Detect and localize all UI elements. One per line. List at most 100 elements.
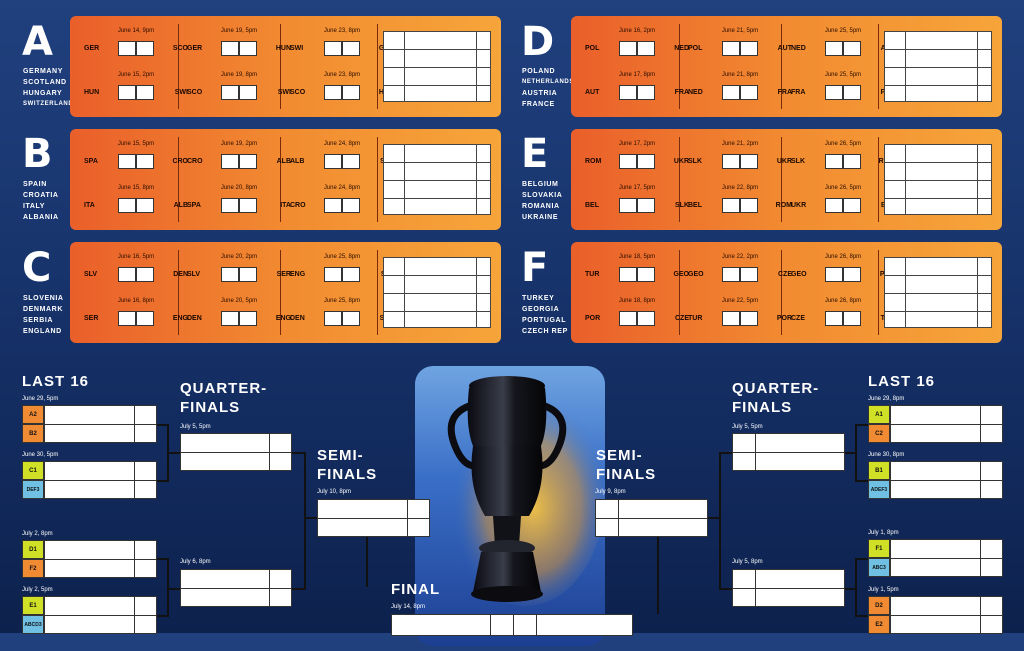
away-score-box[interactable] bbox=[843, 311, 861, 326]
home-score-box[interactable] bbox=[825, 41, 843, 56]
away-score-box[interactable] bbox=[637, 311, 655, 326]
home-score-box[interactable] bbox=[118, 154, 136, 169]
home-score-box[interactable] bbox=[825, 85, 843, 100]
away-score-box[interactable] bbox=[843, 41, 861, 56]
semifinal-match-box[interactable] bbox=[595, 499, 708, 537]
away-score-box[interactable] bbox=[740, 311, 758, 326]
last16-match-box[interactable] bbox=[890, 405, 1003, 443]
home-score-box[interactable] bbox=[324, 311, 342, 326]
away-score-box[interactable] bbox=[843, 198, 861, 213]
away-score-box[interactable] bbox=[637, 85, 655, 100]
away-score-box[interactable] bbox=[239, 41, 257, 56]
last16-match-box[interactable] bbox=[44, 405, 157, 443]
home-score-box[interactable] bbox=[722, 41, 740, 56]
away-score-box[interactable] bbox=[843, 267, 861, 282]
away-score-box[interactable] bbox=[843, 85, 861, 100]
row-divider bbox=[733, 588, 844, 589]
home-score-box[interactable] bbox=[221, 267, 239, 282]
home-score-box[interactable] bbox=[118, 198, 136, 213]
away-score-box[interactable] bbox=[342, 267, 360, 282]
home-score-box[interactable] bbox=[324, 267, 342, 282]
away-score-box[interactable] bbox=[136, 154, 154, 169]
home-score-box[interactable] bbox=[722, 311, 740, 326]
home-score-box[interactable] bbox=[825, 311, 843, 326]
last16-match-box[interactable] bbox=[44, 461, 157, 499]
standings-table[interactable] bbox=[383, 31, 491, 102]
quarterfinal-match-box[interactable] bbox=[180, 569, 292, 607]
standings-table[interactable] bbox=[383, 144, 491, 215]
away-score-box[interactable] bbox=[740, 154, 758, 169]
away-score-box[interactable] bbox=[136, 311, 154, 326]
home-score-box[interactable] bbox=[619, 311, 637, 326]
away-score-box[interactable] bbox=[637, 41, 655, 56]
home-score-box[interactable] bbox=[221, 85, 239, 100]
standings-table[interactable] bbox=[383, 257, 491, 328]
quarterfinal-match-box[interactable] bbox=[732, 569, 845, 607]
home-score-box[interactable] bbox=[825, 198, 843, 213]
away-score-box[interactable] bbox=[136, 41, 154, 56]
home-score-box[interactable] bbox=[619, 267, 637, 282]
away-score-box[interactable] bbox=[342, 311, 360, 326]
home-score-box[interactable] bbox=[619, 154, 637, 169]
quarterfinal-match-box[interactable] bbox=[180, 433, 292, 471]
away-score-box[interactable] bbox=[136, 198, 154, 213]
last16-match-box[interactable] bbox=[890, 539, 1003, 577]
home-score-box[interactable] bbox=[722, 85, 740, 100]
away-score-box[interactable] bbox=[342, 85, 360, 100]
home-score-box[interactable] bbox=[722, 267, 740, 282]
home-score-box[interactable] bbox=[118, 311, 136, 326]
home-score-box[interactable] bbox=[722, 154, 740, 169]
last16-match-box[interactable] bbox=[44, 540, 157, 578]
last16-match-box[interactable] bbox=[890, 461, 1003, 499]
away-score-box[interactable] bbox=[740, 41, 758, 56]
away-score-box[interactable] bbox=[637, 154, 655, 169]
away-score-box[interactable] bbox=[239, 198, 257, 213]
quarterfinal-match-box[interactable] bbox=[732, 433, 845, 471]
away-score-box[interactable] bbox=[740, 85, 758, 100]
home-score-box[interactable] bbox=[825, 267, 843, 282]
home-score-box[interactable] bbox=[221, 41, 239, 56]
home-score-box[interactable] bbox=[221, 154, 239, 169]
away-score-box[interactable] bbox=[740, 267, 758, 282]
column-divider bbox=[178, 137, 179, 222]
bracket-line bbox=[167, 452, 180, 454]
match-date: June 30, 5pm bbox=[22, 452, 59, 458]
home-score-box[interactable] bbox=[324, 85, 342, 100]
home-score-box[interactable] bbox=[619, 41, 637, 56]
home-score-box[interactable] bbox=[118, 85, 136, 100]
team-name: SLOVAKIA bbox=[522, 192, 563, 199]
bracket-line bbox=[855, 424, 857, 482]
home-score-box[interactable] bbox=[324, 41, 342, 56]
away-score-box[interactable] bbox=[239, 154, 257, 169]
home-score-box[interactable] bbox=[619, 198, 637, 213]
away-score-box[interactable] bbox=[637, 267, 655, 282]
away-score-box[interactable] bbox=[239, 267, 257, 282]
home-score-box[interactable] bbox=[619, 85, 637, 100]
last16-match-box[interactable] bbox=[890, 596, 1003, 634]
away-score-box[interactable] bbox=[136, 267, 154, 282]
away-score-box[interactable] bbox=[843, 154, 861, 169]
home-score-box[interactable] bbox=[324, 198, 342, 213]
team-name: SPAIN bbox=[23, 181, 47, 188]
away-score-box[interactable] bbox=[239, 311, 257, 326]
last16-match-box[interactable] bbox=[44, 596, 157, 634]
away-score-box[interactable] bbox=[740, 198, 758, 213]
home-score-box[interactable] bbox=[221, 198, 239, 213]
home-score-box[interactable] bbox=[118, 41, 136, 56]
away-score-box[interactable] bbox=[136, 85, 154, 100]
standings-table[interactable] bbox=[884, 31, 992, 102]
home-score-box[interactable] bbox=[825, 154, 843, 169]
home-score-box[interactable] bbox=[221, 311, 239, 326]
standings-table[interactable] bbox=[884, 144, 992, 215]
away-score-box[interactable] bbox=[342, 198, 360, 213]
home-team: GEO bbox=[791, 271, 807, 278]
away-score-box[interactable] bbox=[342, 154, 360, 169]
away-score-box[interactable] bbox=[239, 85, 257, 100]
away-score-box[interactable] bbox=[637, 198, 655, 213]
home-score-box[interactable] bbox=[324, 154, 342, 169]
home-score-box[interactable] bbox=[722, 198, 740, 213]
away-score-box[interactable] bbox=[342, 41, 360, 56]
semifinal-match-box[interactable] bbox=[317, 499, 430, 537]
home-score-box[interactable] bbox=[118, 267, 136, 282]
standings-table[interactable] bbox=[884, 257, 992, 328]
